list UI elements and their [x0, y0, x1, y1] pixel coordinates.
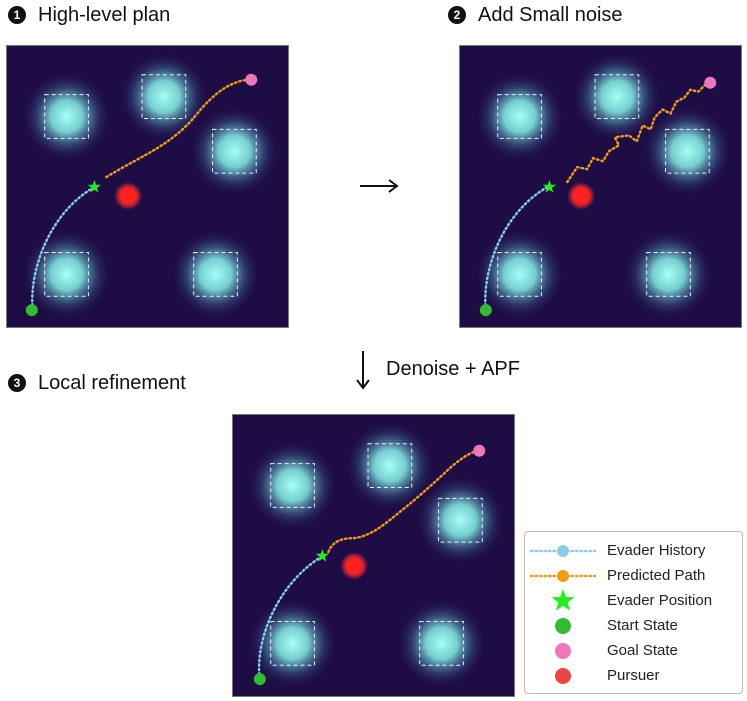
evader-history-path — [257, 554, 324, 681]
legend-label: Predicted Path — [607, 567, 706, 584]
circle-icon — [555, 618, 571, 634]
obstacles — [246, 419, 507, 690]
pursuer-marker — [340, 552, 369, 580]
obstacle-box — [44, 94, 89, 139]
step-2-label: Add Small noise — [478, 4, 623, 26]
legend-item-start-state: Start State — [525, 614, 742, 638]
evader-position-star — [315, 549, 330, 562]
obstacle-glow — [20, 70, 113, 163]
legend-label: Evader History — [607, 542, 706, 559]
legend-label: Start State — [607, 617, 678, 634]
obstacle-box — [665, 128, 710, 174]
obstacle-glow — [395, 597, 488, 690]
obstacle-box — [270, 463, 315, 508]
start-state-marker — [479, 304, 492, 317]
obstacle-glow — [20, 228, 113, 321]
predicted-path — [105, 78, 253, 179]
step-1-label: High-level plan — [38, 4, 171, 26]
evader-position-star — [542, 180, 557, 193]
legend-item-predicted-path: Predicted Path — [525, 564, 742, 588]
goal-state-marker — [245, 73, 258, 86]
legend-item-goal-state: Goal State — [525, 639, 742, 663]
circle-icon — [555, 668, 571, 684]
refined-predicted-path — [327, 449, 481, 554]
obstacle-glow — [622, 228, 715, 321]
obstacle-glow — [571, 50, 663, 143]
star-icon — [551, 589, 575, 611]
obstacle-glow — [473, 228, 566, 321]
goal-state-marker — [473, 444, 486, 457]
evader-position-star — [87, 180, 102, 193]
legend-item-evader-history: Evader History — [525, 539, 742, 563]
start-state-marker — [25, 304, 38, 317]
right-arrow — [360, 179, 399, 193]
step-number-badge: 2 — [448, 6, 466, 24]
obstacles — [473, 50, 734, 321]
legend-label: Goal State — [607, 642, 678, 659]
dotted-line-circle-icon — [529, 545, 597, 557]
obstacle-box — [212, 128, 257, 174]
step-3-label: Local refinement — [38, 372, 186, 394]
legend-label: Evader Position — [607, 592, 713, 609]
step-number-badge: 1 — [8, 6, 26, 24]
panel-local-refinement — [232, 414, 515, 697]
obstacle-box — [497, 94, 542, 139]
step-number-badge: 3 — [8, 374, 26, 392]
step-2-title: 2 Add Small noise — [448, 3, 623, 27]
step-3-title: 3 Local refinement — [8, 371, 186, 395]
legend-item-pursuer: Pursuer — [525, 664, 742, 688]
obstacles — [20, 50, 281, 321]
denoise-apf-label: Denoise + APF — [386, 358, 520, 380]
panel-high-level-plan — [6, 45, 289, 328]
pursuer-marker — [567, 182, 596, 210]
dotted-line-circle-icon — [529, 570, 597, 582]
goal-state-marker — [704, 76, 717, 89]
obstacle-glow — [118, 50, 210, 143]
step-1-title: 1 High-level plan — [8, 3, 170, 27]
evader-history-path — [484, 185, 549, 312]
noisy-predicted-path — [566, 82, 708, 184]
pursuer-marker — [114, 182, 143, 210]
obstacle-glow — [414, 474, 507, 566]
obstacle-glow — [169, 228, 262, 321]
circle-icon — [555, 643, 571, 659]
legend: Evader History Predicted Path Evader Pos… — [524, 531, 743, 694]
start-state-marker — [253, 673, 266, 686]
panel-add-small-noise — [459, 45, 742, 328]
down-arrow — [356, 351, 370, 390]
obstacle-glow — [246, 439, 339, 532]
obstacle-glow — [344, 419, 436, 512]
obstacle-glow — [473, 70, 566, 163]
evader-history-path — [31, 185, 96, 312]
obstacle-glow — [641, 105, 734, 197]
obstacle-box — [438, 497, 483, 543]
legend-item-evader-position: Evader Position — [525, 589, 742, 613]
legend-label: Pursuer — [607, 667, 660, 684]
obstacle-glow — [188, 105, 281, 197]
